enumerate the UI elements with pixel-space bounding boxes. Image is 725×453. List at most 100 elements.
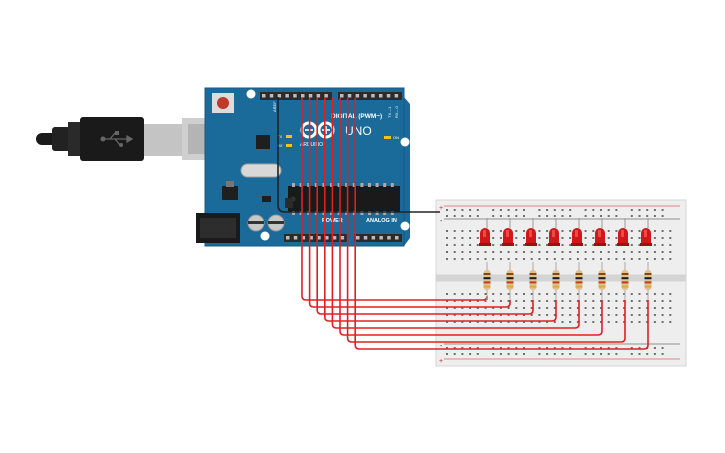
red-led[interactable] <box>548 228 560 246</box>
breadboard-hole[interactable] <box>661 237 664 239</box>
breadboard-hole[interactable] <box>576 293 579 295</box>
breadboard-hole[interactable] <box>630 251 633 253</box>
breadboard-hole[interactable] <box>600 314 602 316</box>
breadboard-hole[interactable] <box>461 215 464 217</box>
breadboard-hole[interactable] <box>546 215 549 217</box>
breadboard-hole[interactable] <box>553 293 556 295</box>
breadboard-hole[interactable] <box>546 300 549 302</box>
breadboard-hole[interactable] <box>638 300 641 302</box>
breadboard-holes[interactable] <box>446 209 672 355</box>
breadboard-hole[interactable] <box>630 353 633 355</box>
header-pin[interactable] <box>316 94 321 98</box>
breadboard-hole[interactable] <box>607 300 610 302</box>
breadboard-hole[interactable] <box>576 251 579 253</box>
breadboard-hole[interactable] <box>592 237 595 239</box>
red-led[interactable] <box>594 228 606 246</box>
breadboard-hole[interactable] <box>569 314 572 316</box>
breadboard-hole[interactable] <box>592 347 595 349</box>
breadboard-hole[interactable] <box>638 209 641 211</box>
breadboard-hole[interactable] <box>584 307 587 309</box>
breadboard-hole[interactable] <box>446 258 448 260</box>
breadboard-hole[interactable] <box>569 307 572 309</box>
breadboard-hole[interactable] <box>469 314 472 316</box>
breadboard-hole[interactable] <box>584 293 587 295</box>
signal-wire[interactable] <box>331 98 580 329</box>
breadboard-hole[interactable] <box>461 237 464 239</box>
breadboard-hole[interactable] <box>507 209 510 211</box>
breadboard-hole[interactable] <box>661 251 664 253</box>
breadboard-hole[interactable] <box>461 230 464 232</box>
resistor[interactable] <box>621 262 629 300</box>
breadboard-hole[interactable] <box>492 230 495 232</box>
breadboard-hole[interactable] <box>630 209 633 211</box>
breadboard-hole[interactable] <box>538 209 541 211</box>
breadboard-hole[interactable] <box>669 314 672 316</box>
arduino-board[interactable]: AREF DIGITAL (PWM~) TX→1 RX←0 UNO ARDUIN… <box>196 87 410 247</box>
breadboard-hole[interactable] <box>600 307 602 309</box>
breadboard-hole[interactable] <box>553 215 556 217</box>
breadboard-hole[interactable] <box>592 215 595 217</box>
breadboard-hole[interactable] <box>446 209 448 211</box>
breadboard-hole[interactable] <box>546 293 549 295</box>
breadboard-hole[interactable] <box>600 353 602 355</box>
header-pin[interactable] <box>371 94 375 98</box>
header-pin[interactable] <box>293 94 297 98</box>
breadboard-hole[interactable] <box>584 314 587 316</box>
breadboard-hole[interactable] <box>499 215 502 217</box>
breadboard-hole[interactable] <box>446 215 448 217</box>
breadboard-hole[interactable] <box>515 293 518 295</box>
breadboard-hole[interactable] <box>615 314 618 316</box>
breadboard-hole[interactable] <box>515 347 518 349</box>
breadboard-hole[interactable] <box>469 307 472 309</box>
breadboard-hole[interactable] <box>569 293 572 295</box>
breadboard-hole[interactable] <box>469 300 472 302</box>
breadboard-hole[interactable] <box>446 251 448 253</box>
breadboard-hole[interactable] <box>553 258 556 260</box>
breadboard-hole[interactable] <box>469 230 472 232</box>
breadboard-hole[interactable] <box>653 209 656 211</box>
breadboard-hole[interactable] <box>584 321 587 323</box>
breadboard-hole[interactable] <box>492 244 495 246</box>
breadboard-hole[interactable] <box>453 237 456 239</box>
header-pin[interactable] <box>371 236 376 240</box>
breadboard-hole[interactable] <box>561 209 564 211</box>
breadboard-hole[interactable] <box>638 258 641 260</box>
breadboard-hole[interactable] <box>638 237 641 239</box>
breadboard-hole[interactable] <box>499 251 502 253</box>
breadboard-hole[interactable] <box>661 307 664 309</box>
breadboard-hole[interactable] <box>630 258 633 260</box>
breadboard-hole[interactable] <box>461 321 464 323</box>
breadboard-hole[interactable] <box>600 215 602 217</box>
breadboard-hole[interactable] <box>469 251 472 253</box>
breadboard-hole[interactable] <box>630 347 633 349</box>
breadboard-hole[interactable] <box>446 347 448 349</box>
breadboard-hole[interactable] <box>592 209 595 211</box>
breadboard-hole[interactable] <box>638 321 641 323</box>
breadboard-hole[interactable] <box>461 258 464 260</box>
breadboard-hole[interactable] <box>507 293 510 295</box>
breadboard-hole[interactable] <box>592 353 595 355</box>
breadboard-hole[interactable] <box>653 258 656 260</box>
breadboard-hole[interactable] <box>576 314 579 316</box>
breadboard-hole[interactable] <box>607 314 610 316</box>
breadboard-hole[interactable] <box>646 353 649 355</box>
breadboard-hole[interactable] <box>630 293 633 295</box>
breadboard-hole[interactable] <box>461 353 464 355</box>
breadboard-hole[interactable] <box>553 314 556 316</box>
signal-wire[interactable] <box>346 98 626 343</box>
breadboard-hole[interactable] <box>515 353 518 355</box>
breadboard-hole[interactable] <box>661 209 664 211</box>
breadboard-hole[interactable] <box>507 307 510 309</box>
breadboard-hole[interactable] <box>476 293 479 295</box>
breadboard-hole[interactable] <box>561 321 564 323</box>
breadboard-hole[interactable] <box>530 321 533 323</box>
breadboard-hole[interactable] <box>446 244 448 246</box>
breadboard-hole[interactable] <box>507 314 510 316</box>
red-led[interactable] <box>640 228 652 246</box>
breadboard-hole[interactable] <box>592 307 595 309</box>
breadboard-hole[interactable] <box>553 251 556 253</box>
breadboard-hole[interactable] <box>630 244 633 246</box>
breadboard-hole[interactable] <box>584 353 587 355</box>
breadboard-hole[interactable] <box>469 237 472 239</box>
breadboard-hole[interactable] <box>584 300 587 302</box>
